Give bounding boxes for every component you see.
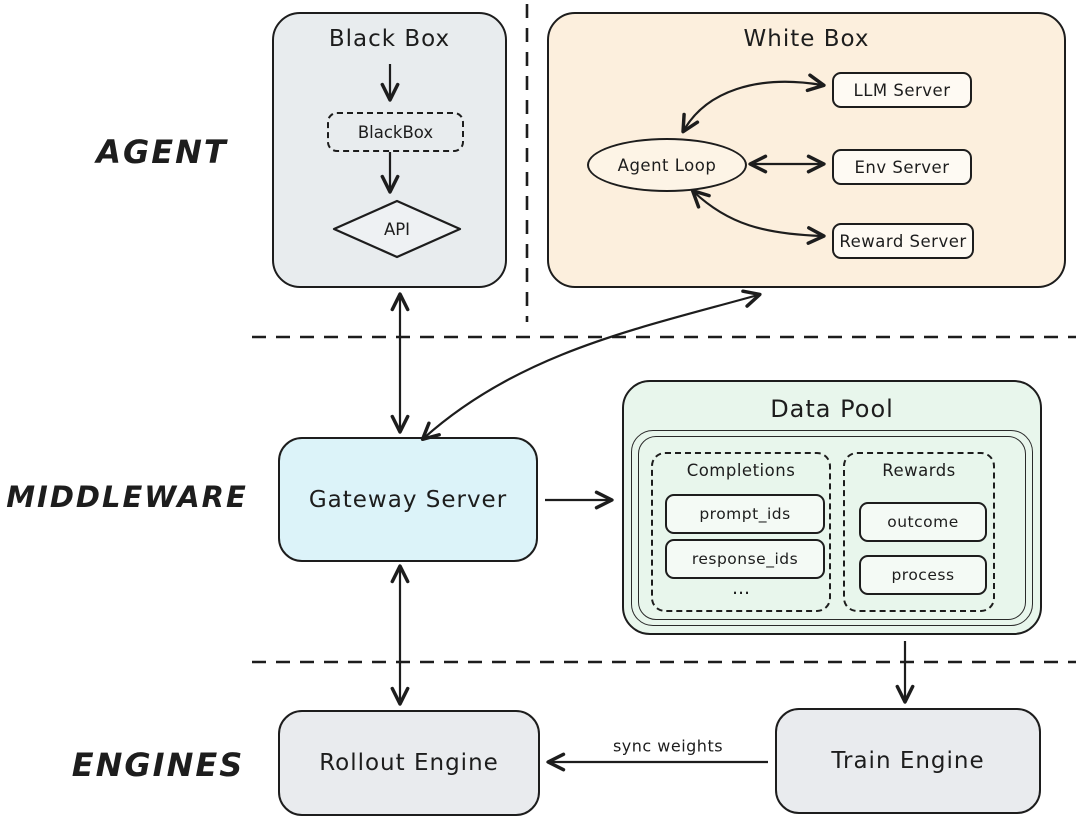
layer-label-agent: AGENT [96,133,228,171]
black-box-container: Black Box BlackBox API [272,12,507,288]
black-box-title: Black Box [328,26,451,52]
completions-ellipsis: ... [731,577,751,599]
agent-loop-label: Agent Loop [617,155,717,175]
process-label: process [891,566,955,584]
white-box-title: White Box [743,26,870,52]
rollout-engine-label: Rollout Engine [319,750,499,776]
agent-loop-node: Agent Loop [587,138,747,192]
llm-server-label: LLM Server [853,80,951,100]
rewards-group: Rewards outcome process [843,452,995,612]
data-pool-container: Data Pool Completions prompt_ids respons… [622,380,1042,635]
layer-label-engines: ENGINES [71,746,245,784]
env-server-node: Env Server [832,149,972,185]
train-engine-node: Train Engine [775,708,1041,814]
white-box-container: White Box Agent Loop LLM Server Env Serv… [547,12,1066,288]
sync-weights-label: sync weights [612,736,724,756]
completions-title: Completions [686,461,796,480]
completions-group: Completions prompt_ids response_ids ... [651,452,831,612]
gateway-server-label: Gateway Server [308,486,508,513]
llm-server-node: LLM Server [832,72,972,108]
rewards-title: Rewards [882,461,956,480]
api-diamond: API [330,198,464,260]
train-engine-label: Train Engine [831,748,985,774]
prompt-ids-box: prompt_ids [665,494,825,534]
rollout-engine-node: Rollout Engine [278,710,540,816]
response-ids-box: response_ids [665,539,825,579]
prompt-ids-label: prompt_ids [699,505,791,523]
env-server-label: Env Server [854,157,950,177]
outcome-label: outcome [887,513,959,531]
blackbox-node: BlackBox [327,112,464,152]
blackbox-node-label: BlackBox [357,122,434,142]
outcome-box: outcome [859,502,987,542]
reward-server-node: Reward Server [832,223,974,259]
layer-label-middleware: MIDDLEWARE [6,480,248,514]
api-label: API [383,219,411,239]
process-box: process [859,555,987,595]
api-diamond-shape [332,199,462,259]
data-pool-title: Data Pool [770,395,894,423]
reward-server-label: Reward Server [839,231,967,251]
response-ids-label: response_ids [691,550,799,568]
gateway-server-node: Gateway Server [278,437,538,562]
